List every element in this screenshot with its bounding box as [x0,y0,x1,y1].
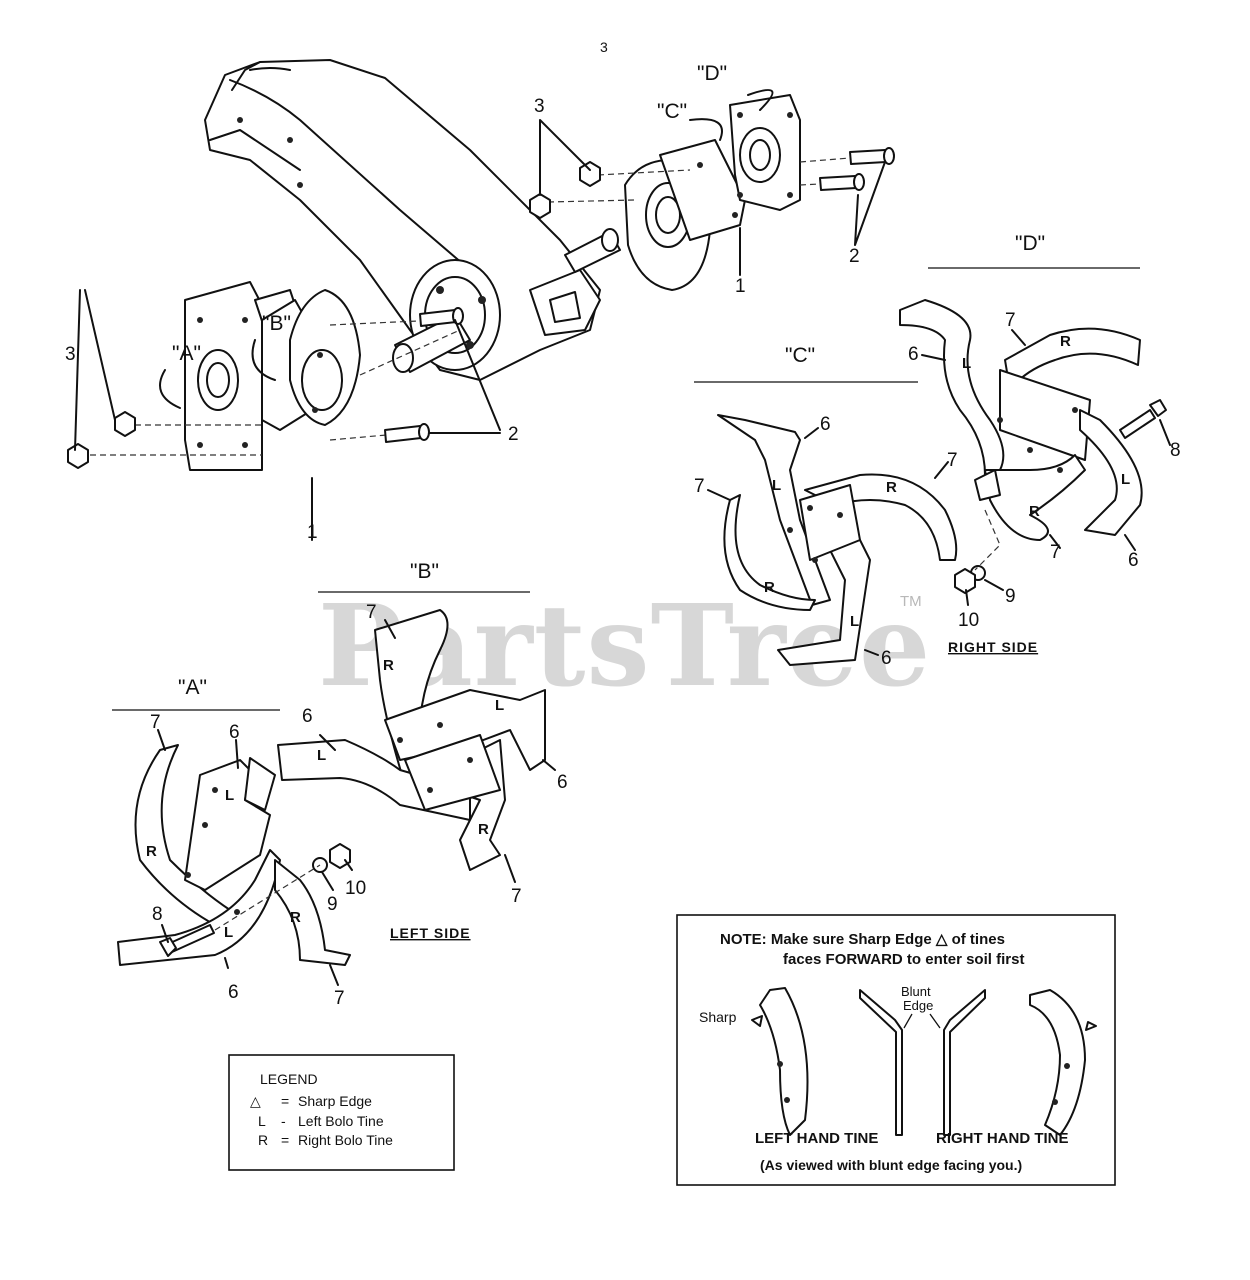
legend-separator: = [281,1132,289,1148]
callout-9-a: 9 [327,894,338,915]
callout-6-d: 6 [908,344,919,365]
legend-symbol: L [258,1113,266,1129]
right-bolt-1 [849,147,895,165]
note-line-2: faces FORWARD to enter soil first [783,951,1024,968]
left-nut-b [67,443,89,469]
callout-7-d: 7 [1005,310,1016,331]
group-label-b: "B" [410,560,439,583]
tine-letter-r: R [478,821,489,838]
group-label-b-top: "B" [262,312,291,335]
tine-letter-r: R [1060,333,1071,350]
callout-10-d: 10 [958,610,979,631]
callout-2-right: 2 [849,246,860,267]
callout-6-c2: 6 [881,648,892,669]
blunt-label: Blunt [901,984,931,999]
callout-6-a: 6 [229,722,240,743]
legend-text: Left Bolo Tine [298,1113,384,1129]
tine-group-c: L R R L [717,414,958,666]
left-hand-tine-sharp [759,987,809,1136]
right-nut-b [529,193,551,219]
callout-6-b2: 6 [557,772,568,793]
left-nut-a [114,411,136,437]
tine-group-d: L R R L [899,299,1143,541]
tine-letter-l: L [850,613,859,630]
callout-7-c2: 7 [947,450,958,471]
callout-3-left: 3 [65,344,76,365]
tine-letter-r: R [146,843,157,860]
callout-6-d2: 6 [1128,550,1139,571]
left-hand-tine-blunt [859,989,903,1136]
watermark-trademark: TM [900,593,922,610]
note-line-1: NOTE: Make sure Sharp Edge △ of tines [720,931,1005,948]
callout-9-d: 9 [1005,586,1016,607]
legend-text: Sharp Edge [298,1093,372,1109]
callout-3-right: 3 [534,96,545,117]
callout-7-d2: 7 [1050,542,1061,563]
group-label-c: "C" [785,344,815,367]
tine-letter-l: L [962,355,971,372]
tine-letter-l: L [772,477,781,494]
group-label-d: "D" [1015,232,1045,255]
callout-6-c: 6 [820,414,831,435]
callout-10-a: 10 [345,878,366,899]
right-hand-tine-sharp [1029,989,1086,1136]
left-hand-tine-label: LEFT HAND TINE [755,1130,878,1147]
left-hub-assembly [184,281,361,471]
callout-1-left: 1 [307,522,318,543]
callout-7-a: 7 [150,712,161,733]
callout-7-c: 7 [694,476,705,497]
group-label-a: "A" [178,676,207,699]
legend-text: Right Bolo Tine [298,1132,393,1148]
callout-8-a: 8 [152,904,163,925]
group-label-c-top: "C" [657,100,687,123]
sharp-label: Sharp [699,1009,737,1025]
tine-group-a: L R L R [117,744,351,966]
tine-letter-l: L [1121,471,1130,488]
callout-7-b: 7 [366,602,377,623]
right-hand-tine-label: RIGHT HAND TINE [936,1130,1069,1147]
right-side-label: RIGHT SIDE [948,639,1038,655]
legend-separator: = [281,1093,289,1109]
callout-6-a2: 6 [228,982,239,1003]
legend-title: LEGEND [260,1071,318,1087]
edge-label: Edge [903,998,933,1013]
legend-symbol: R [258,1132,268,1148]
nut-10-left [329,843,351,869]
group-label-a-top: "A" [172,342,201,365]
tine-letter-r: R [383,657,394,674]
callout-8-d: 8 [1170,440,1181,461]
tine-letter-l: L [495,697,504,714]
tine-letter-l: L [225,787,234,804]
tine-letter-r: R [886,479,897,496]
right-hand-tine-blunt [943,989,986,1136]
callout-7-b2: 7 [511,886,522,907]
right-hub-assembly [624,94,801,291]
right-bolt-2 [819,173,865,191]
gearbox-housing [204,59,621,381]
callout-6-b: 6 [302,706,313,727]
tine-letter-r: R [290,909,301,926]
nut-10-right [954,568,976,594]
note-box: NOTE: Make sure Sharp Edge △ of tines fa… [676,914,1116,1186]
page-number: 3 [600,39,608,55]
legend-separator: - [281,1113,286,1129]
callout-2-left: 2 [508,424,519,445]
callout-1-right: 1 [735,276,746,297]
tine-letter-r: R [1029,503,1040,520]
bolt-8-left [159,924,215,957]
tine-letter-l: L [224,924,233,941]
tine-group-b: R L L R [277,609,546,871]
legend-symbol: △ [250,1093,261,1109]
left-bolt-2 [384,423,430,443]
tine-letter-r: R [764,579,775,596]
viewed-note: (As viewed with blunt edge facing you.) [760,1157,1022,1173]
group-label-d-top: "D" [697,62,727,85]
right-nut-a [579,161,601,187]
legend-box: LEGEND △ = Sharp Edge L - Left Bolo Tine… [228,1054,455,1171]
bolt-8-right [1119,399,1167,439]
callout-7-a2: 7 [334,988,345,1009]
tine-letter-l: L [317,747,326,764]
left-side-label: LEFT SIDE [390,925,471,941]
